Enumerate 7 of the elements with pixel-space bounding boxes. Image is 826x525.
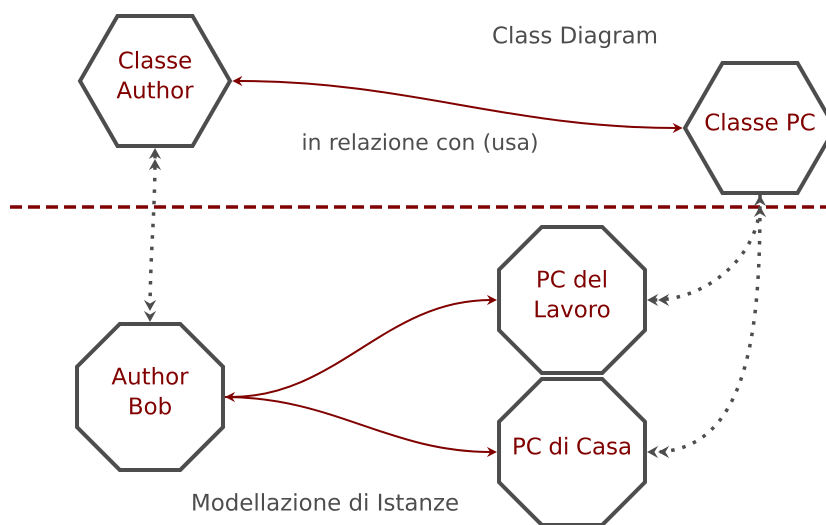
- section-label: Modellazione di Istanze: [193, 493, 458, 511]
- hexagon-node: Classe PC: [682, 61, 826, 195]
- octagon-node: PC di Casa: [497, 377, 647, 525]
- section-label: Class Diagram: [493, 26, 656, 48]
- edge-label: in relazione con (usa): [294, 132, 546, 154]
- octagon-node: PC del Lavoro: [497, 225, 647, 375]
- octagon-node: Author Bob: [75, 322, 225, 472]
